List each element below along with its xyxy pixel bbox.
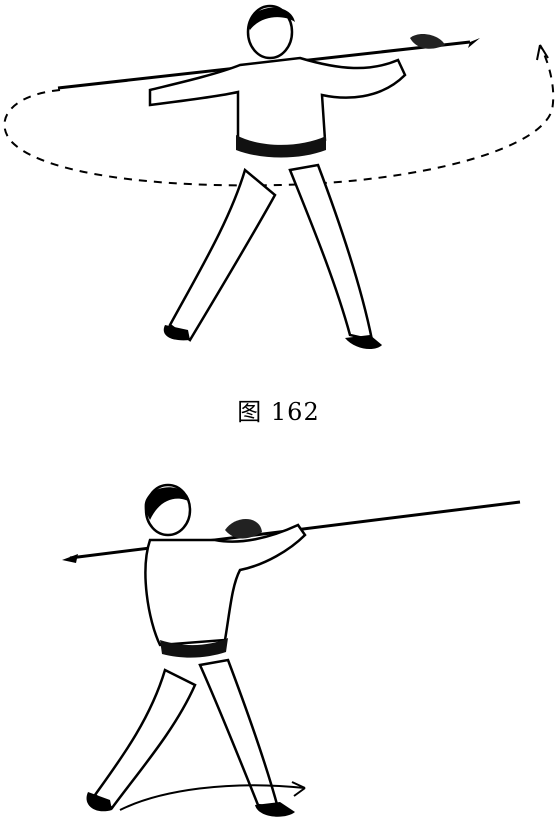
spear-sweep-drawing: [3, 4, 555, 350]
back-leg: [93, 668, 197, 810]
figure-caption: 图 162: [237, 398, 320, 426]
illustration-next-figure: [0, 470, 557, 830]
front-foot: [255, 802, 295, 817]
motion-path-dashed: [3, 44, 555, 187]
illustration-figure-162: [0, 0, 557, 380]
spear-lunge-drawing: [62, 483, 521, 817]
right-foot: [345, 335, 382, 350]
spear-tip: [62, 554, 78, 563]
motion-arrow: [119, 784, 306, 811]
belt: [236, 135, 326, 158]
spear-tip: [468, 38, 480, 48]
motion-arrow-head: [536, 44, 549, 61]
motion-arrow-head: [291, 781, 306, 797]
belt: [160, 638, 228, 658]
jacket: [148, 56, 407, 150]
spear-tassel: [410, 34, 445, 49]
jacket: [144, 523, 307, 647]
hair: [248, 7, 295, 30]
right-leg: [288, 163, 374, 342]
left-leg: [168, 167, 277, 342]
left-foot: [163, 325, 190, 341]
back-foot: [86, 792, 112, 812]
spear-tassel: [225, 518, 262, 539]
hair: [144, 487, 190, 520]
